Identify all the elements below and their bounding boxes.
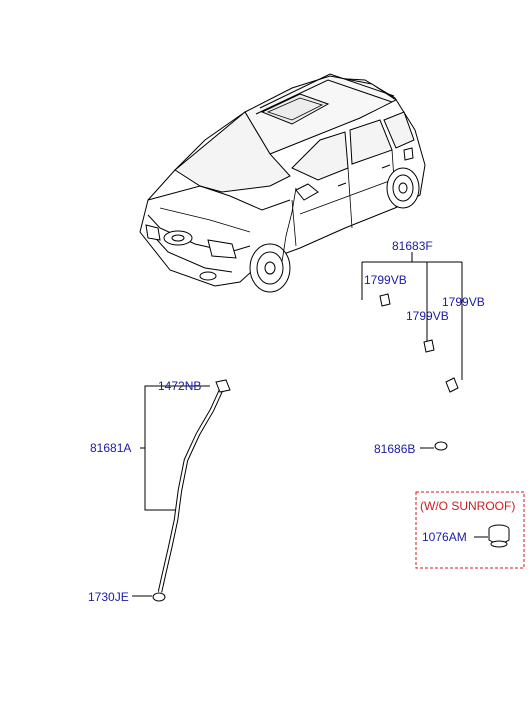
label-plug: 1076AM bbox=[422, 530, 467, 544]
hose-clip-icon bbox=[379, 293, 391, 307]
label-grommet-bottom: 1730JE bbox=[88, 590, 129, 604]
label-drain-hose-assy: 81683F bbox=[392, 239, 433, 253]
vehicle-illustration bbox=[139, 73, 426, 293]
rear-drain-hose-group: 81683F 1799VB 1799VB 1799VB 81686B bbox=[337, 239, 485, 456]
rubber-grommet-icon bbox=[152, 592, 166, 602]
hose-clip-icon bbox=[445, 377, 459, 393]
front-drain-hose-group: 1472NB 81681A 1730JE bbox=[88, 379, 231, 604]
label-clip-lower: 1799VB bbox=[406, 309, 449, 323]
label-clip-upper-left: 1799VB bbox=[364, 273, 407, 287]
hose-clip-icon bbox=[215, 379, 231, 393]
label-grommet-front: 81686B bbox=[374, 442, 415, 456]
label-clip-right: 1799VB bbox=[442, 295, 485, 309]
label-clip-top: 1472NB bbox=[158, 379, 201, 393]
hose-clip-icon bbox=[423, 339, 435, 353]
variant-note: (W/O SUNROOF) bbox=[420, 499, 515, 513]
variant-box-without-sunroof: (W/O SUNROOF) 1076AM bbox=[415, 491, 525, 569]
rubber-plug-icon bbox=[488, 524, 510, 548]
label-drain-hose-front: 81681A bbox=[90, 441, 131, 455]
rubber-grommet-icon bbox=[434, 441, 448, 451]
